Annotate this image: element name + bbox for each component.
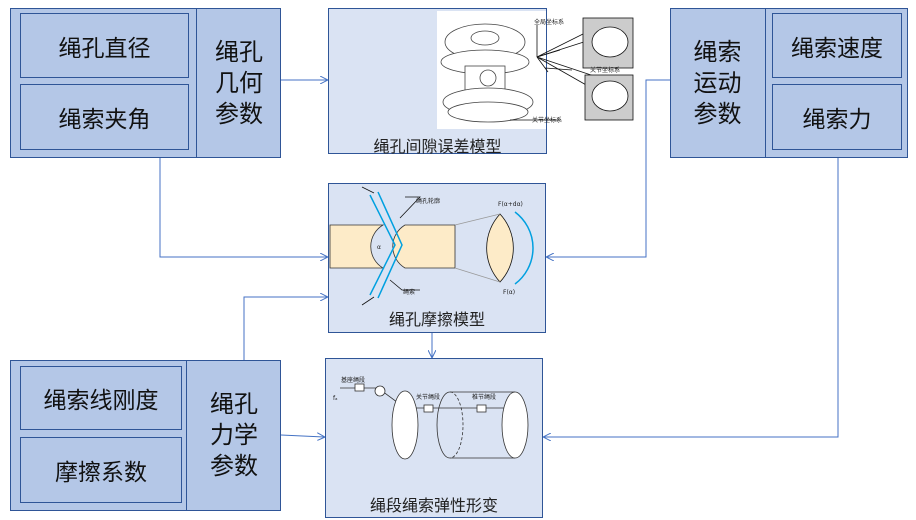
friction-coefficient-box: 摩擦系数 (20, 437, 182, 503)
label-hole-contour: 绳孔轮廓 (416, 197, 440, 205)
arrow-mechanics-to-elastic (280, 435, 324, 437)
joint-assembly-figure (440, 23, 534, 123)
geometry-params-title: 绳孔 几何 参数 (215, 37, 263, 128)
rope-hole-section-figure (329, 186, 534, 306)
label-joint-frame-1: 关节坐标系 (590, 66, 620, 74)
rope-segments-figure (340, 383, 529, 460)
rope-hole-diameter-box: 绳孔直径 (20, 13, 189, 78)
label: 绳索线刚度 (43, 388, 159, 414)
motion-params-title: 绳索 运动 参数 (693, 37, 742, 128)
rope-stiffness-box: 绳索线刚度 (20, 366, 182, 430)
arrow-motion-to-elastic (544, 158, 839, 437)
rope-angle-box: 绳索夹角 (20, 84, 189, 150)
rope-force-box: 绳索力 (772, 84, 902, 150)
label: 绳孔直径 (58, 35, 151, 62)
label-fa: fₐ (333, 395, 337, 402)
coordinate-frames (510, 17, 634, 121)
label-base-segment: 基座绳段 (341, 376, 365, 384)
label-joint-frame-2: 关节坐标系 (532, 116, 562, 124)
label-global-frame: 全局坐标系 (534, 18, 564, 26)
label: 绳索夹角 (58, 107, 151, 133)
elastic-caption: 绳段绳索弹性形变 (369, 496, 498, 515)
arrow-motion-to-friction (547, 79, 670, 257)
label-force-a-da: F(α+dα) (498, 201, 523, 208)
label: 绳索力 (802, 107, 872, 133)
friction-caption: 绳孔摩擦模型 (388, 310, 485, 329)
label: 绳索速度 (791, 35, 883, 62)
label-force-a: F(α) (503, 289, 515, 296)
arrow-mechanics-to-friction (243, 297, 327, 360)
arrow-geometry-to-friction (159, 158, 327, 257)
label-joint-segment: 关节绳段 (416, 393, 440, 401)
label-rope: 绳索 (403, 288, 415, 296)
label-vertebra-segment: 椎节绳段 (472, 393, 496, 401)
rope-speed-box: 绳索速度 (772, 13, 902, 78)
clearance-caption: 绳孔间隙误差模型 (373, 137, 502, 156)
label-alpha: α (377, 244, 381, 251)
mechanics-params-title: 绳孔 力学 参数 (210, 390, 258, 480)
label: 摩擦系数 (55, 460, 147, 486)
